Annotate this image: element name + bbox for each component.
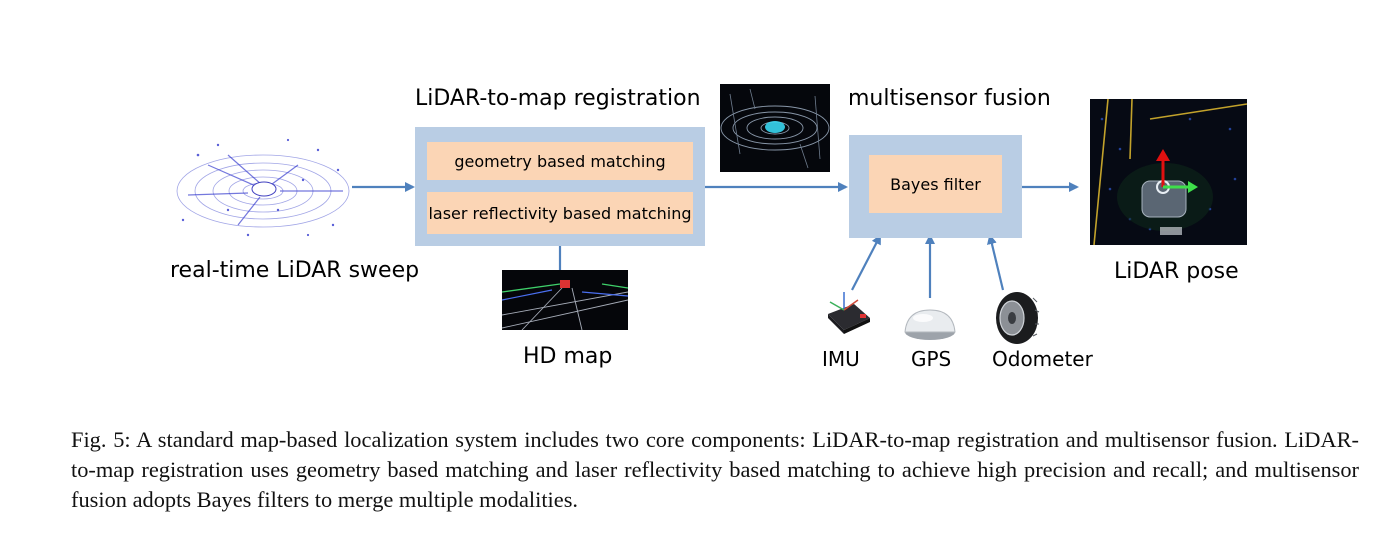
lidar-sweep-label: real-time LiDAR sweep <box>170 258 420 283</box>
gps-icon <box>903 306 957 342</box>
imu-icon <box>822 288 874 336</box>
geometry-matching-box: geometry based matching <box>427 142 693 180</box>
odometer-label: Odometer <box>992 347 1093 371</box>
bayes-filter-label: Bayes filter <box>890 174 981 194</box>
figure-caption: Fig. 5: A standard map-based localizatio… <box>71 427 1359 512</box>
lidar-pose-label: LiDAR pose <box>1114 259 1239 284</box>
lidar-pose-image <box>1090 99 1247 245</box>
point-cloud-image <box>720 84 830 172</box>
reflectivity-matching-label: laser reflectivity based matching <box>428 203 692 223</box>
reflectivity-matching-box: laser reflectivity based matching <box>427 192 693 234</box>
arrow-imu-to-fusion <box>851 234 881 291</box>
arrow-odometer-to-fusion <box>987 234 1005 291</box>
hd-map-label: HD map <box>523 344 613 369</box>
odometer-icon <box>993 290 1041 346</box>
registration-title: LiDAR-to-map registration <box>415 86 701 111</box>
bayes-filter-box: Bayes filter <box>869 155 1002 213</box>
geometry-matching-label: geometry based matching <box>454 151 666 171</box>
gps-label: GPS <box>911 347 952 371</box>
lidar-sweep-image <box>168 125 358 250</box>
hd-map-image <box>502 270 628 330</box>
fusion-title: multisensor fusion <box>848 86 1051 111</box>
imu-label: IMU <box>822 347 860 371</box>
